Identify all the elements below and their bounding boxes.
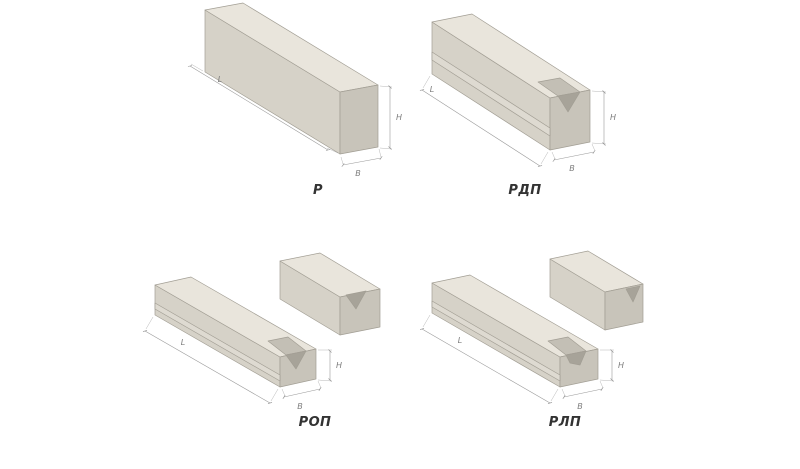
figure-caption-rlp: РЛП bbox=[548, 415, 582, 430]
length-label: L bbox=[458, 336, 462, 345]
height-label: H bbox=[618, 361, 624, 370]
width-label: B bbox=[577, 402, 583, 411]
piece-end-notch bbox=[345, 290, 367, 310]
dim-height: H bbox=[591, 90, 616, 146]
dim-height: H bbox=[379, 85, 402, 150]
figure-caption-rop: РОП bbox=[298, 415, 332, 430]
figure-rdp-drawing: L H B bbox=[419, 13, 616, 173]
dim-length: L bbox=[187, 63, 339, 154]
width-label: B bbox=[355, 169, 361, 178]
dim-width: B bbox=[551, 143, 596, 173]
figure-caption-rdp: РДП bbox=[508, 183, 542, 198]
dim-length: L bbox=[142, 316, 279, 404]
beam-solid bbox=[431, 13, 591, 151]
piece-end-notch bbox=[625, 285, 641, 303]
dim-width: B bbox=[561, 380, 604, 411]
length-label: L bbox=[430, 85, 434, 94]
figure-rlp-drawing: L H B bbox=[420, 250, 644, 411]
dim-width: B bbox=[281, 380, 322, 411]
beam-end-notch bbox=[565, 350, 587, 366]
beam-end-face bbox=[339, 84, 379, 155]
dim-height: H bbox=[317, 349, 342, 382]
width-label: B bbox=[569, 164, 575, 173]
length-label: L bbox=[181, 338, 185, 347]
height-label: H bbox=[336, 361, 342, 370]
dim-length: L bbox=[419, 75, 549, 167]
dim-width: B bbox=[340, 148, 383, 178]
height-label: H bbox=[610, 113, 616, 122]
dim-length: L bbox=[420, 314, 559, 404]
height-label: H bbox=[396, 113, 402, 122]
figure-caption-r: Р bbox=[313, 183, 323, 198]
dim-height: H bbox=[599, 349, 624, 382]
beam-end-notch bbox=[285, 350, 307, 370]
length-label: L bbox=[218, 75, 222, 84]
figure-rop-drawing: L H B bbox=[142, 252, 381, 411]
beam-end-notch bbox=[557, 91, 581, 113]
figure-r-drawing: L H B bbox=[187, 2, 402, 178]
section-piece bbox=[549, 250, 644, 331]
beam-solid bbox=[204, 2, 379, 155]
section-piece bbox=[279, 252, 381, 336]
width-label: B bbox=[297, 402, 303, 411]
